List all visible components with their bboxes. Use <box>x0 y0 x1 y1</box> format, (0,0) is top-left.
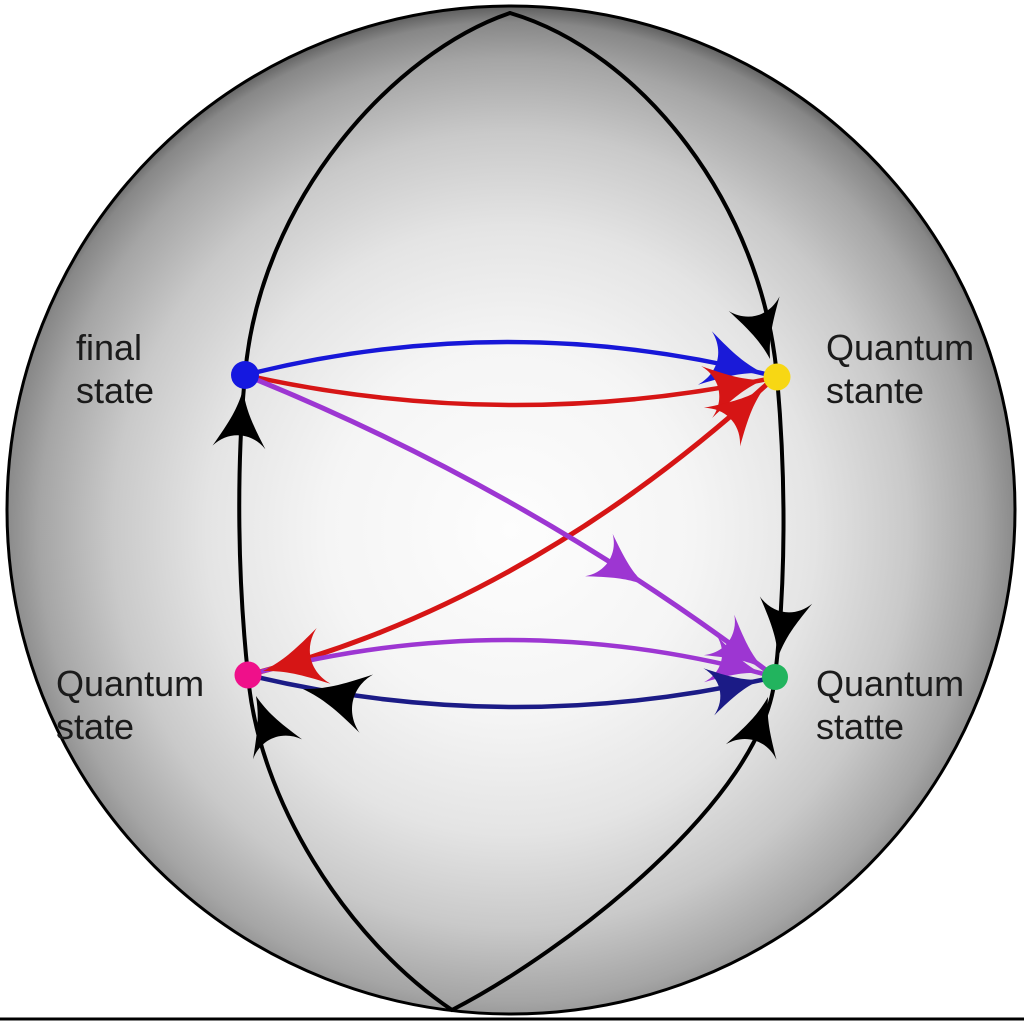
quantum-stante-label-line2: stante <box>826 370 925 411</box>
transition-red-diagonal <box>245 372 780 678</box>
arrowhead-icon-12 <box>703 635 761 683</box>
final-state-label: final state <box>76 326 154 412</box>
arrowhead-icon-9 <box>263 627 331 684</box>
final-state-label-line1: final <box>76 327 143 368</box>
arrowhead-icon-8 <box>703 388 764 447</box>
node-quantum-statte <box>762 664 788 690</box>
arrowhead-icon-13 <box>703 668 760 716</box>
quantum-state-label: Quantum state <box>56 662 204 748</box>
transition-red-top <box>242 372 780 408</box>
meridian-arc-left <box>237 11 512 1012</box>
arrowhead-icon-10 <box>585 533 645 585</box>
node-quantum-state <box>234 661 262 689</box>
meridian-arc-right <box>450 11 786 1012</box>
quantum-statte-label-line1: Quantum <box>816 663 965 704</box>
sphere-body <box>5 4 1017 1016</box>
quantum-stante-label-line1: Quantum <box>826 327 975 368</box>
quantum-state-label-line2: state <box>56 706 135 747</box>
arrowhead-icon-3 <box>759 596 813 657</box>
node-quantum-stante <box>763 363 791 391</box>
quantum-stante-label: Quantum stante <box>826 326 974 412</box>
arrowhead-icon-4 <box>725 697 777 760</box>
arrowhead-icon-11 <box>703 614 763 668</box>
arrowhead-icon-5 <box>303 674 374 733</box>
transition-blue-top <box>242 339 780 380</box>
arrowhead-icon-0 <box>212 390 266 450</box>
arrowhead-icon-7 <box>701 366 763 418</box>
transition-purple-diagonal <box>242 372 778 680</box>
transition-purple-bottom <box>245 637 778 680</box>
quantum-state-label-line1: Quantum <box>56 663 205 704</box>
final-state-label-line2: state <box>76 370 155 411</box>
arrowhead-icon-1 <box>253 696 303 760</box>
node-final-state <box>231 361 259 389</box>
quantum-statte-label-line2: statte <box>816 706 905 747</box>
quantum-statte-label: Quantum statte <box>816 662 964 748</box>
arrowhead-icon-2 <box>728 296 780 359</box>
